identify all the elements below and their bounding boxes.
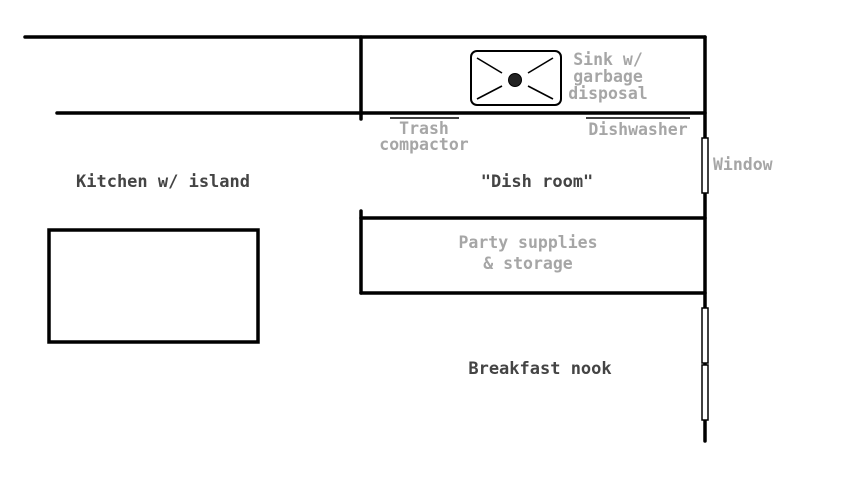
sink-label-line1: Sink w/ [573,50,643,69]
trash-label-line2: compactor [379,135,468,154]
party-label-line1: Party supplies [458,233,597,252]
dish-room-label: "Dish room" [481,172,594,192]
party-label-line2: & storage [483,254,572,273]
sink-label-line2: garbage [573,67,643,86]
breakfast-nook-label: Breakfast nook [468,359,611,379]
window-lower-2 [701,364,709,421]
kitchen-label: Kitchen w/ island [76,172,250,192]
sink-label-line3: disposal [568,84,647,103]
window-label: Window [713,155,773,174]
sink-icon [470,50,562,106]
window-upper [701,137,709,194]
window-lower-1 [701,307,709,364]
kitchen-island [47,228,260,344]
dishwasher-label: Dishwasher [588,120,687,139]
trash-label-line1: Trash [399,119,449,138]
